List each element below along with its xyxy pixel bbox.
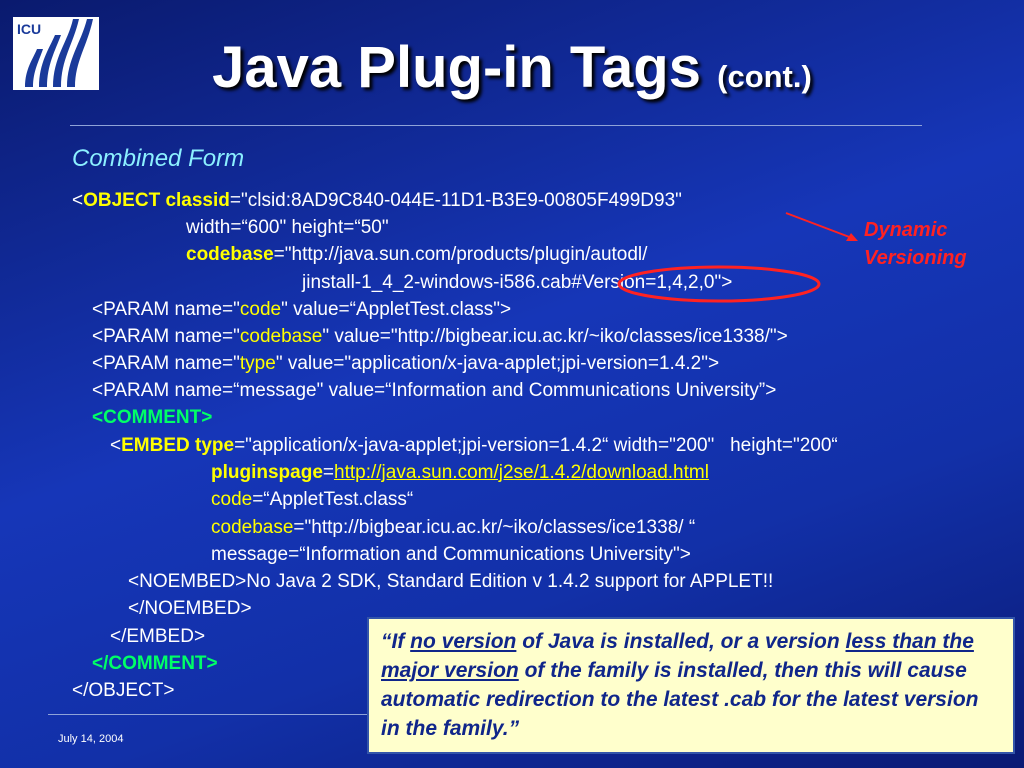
code-line-10: <EMBED type="application/x-java-applet;j… xyxy=(110,434,838,458)
code-keyword: code xyxy=(239,299,282,320)
code-line-12: code=“AppletTest.class“ xyxy=(211,488,413,512)
code-token: <PARAM name=" xyxy=(92,299,240,320)
svg-text:ICU: ICU xyxy=(17,21,41,37)
code-keyword: code xyxy=(211,489,253,510)
code-keyword: codebase xyxy=(239,326,323,347)
code-keyword: type xyxy=(239,353,276,374)
note-emphasis: no version xyxy=(410,630,517,653)
note-text: of the family is installed, then this wi… xyxy=(381,659,979,740)
code-line-13: codebase="http://bigbear.icu.ac.kr/~iko/… xyxy=(211,516,695,540)
code-keyword: OBJECT classid xyxy=(83,190,230,211)
code-token: ="http://java.sun.com/products/plugin/au… xyxy=(273,244,648,265)
code-line-9: <COMMENT> xyxy=(92,407,213,428)
callout-arrowhead xyxy=(846,233,858,241)
footer-divider xyxy=(48,714,368,715)
code-token: <PARAM name=" xyxy=(92,353,240,374)
slide-subtitle: Combined Form xyxy=(72,145,245,172)
code-token: ="application/x-java-applet;jpi-version=… xyxy=(234,435,838,456)
code-line-18: </COMMENT> xyxy=(92,653,218,674)
code-line-5: <PARAM name="code" value=“AppletTest.cla… xyxy=(92,298,511,322)
slide-date: July 14, 2004 xyxy=(58,733,124,745)
note-text: of Java is installed, or a version xyxy=(516,630,846,653)
pluginspage-link[interactable]: http://java.sun.com/j2se/1.4.2/download.… xyxy=(334,462,709,483)
code-line-1: <OBJECT classid="clsid:8AD9C840-044E-11D… xyxy=(72,189,682,213)
code-token: " value="http://bigbear.icu.ac.kr/~iko/c… xyxy=(322,326,788,347)
code-line-14: message=“Information and Communications … xyxy=(211,544,691,565)
code-line-3: codebase="http://java.sun.com/products/p… xyxy=(186,243,647,267)
slide-title: Java Plug-in Tags (cont.) xyxy=(0,34,1024,101)
code-token: " value="application/x-java-applet;jpi-v… xyxy=(275,353,720,374)
code-line-6: <PARAM name="codebase" value="http://big… xyxy=(92,325,788,349)
code-keyword: EMBED type xyxy=(121,435,235,456)
callout-arrow-line xyxy=(785,212,853,239)
slide-title-text: Java Plug-in Tags xyxy=(212,35,701,100)
code-line-8: <PARAM name=“message" value=“Information… xyxy=(92,380,777,401)
version-highlight-ellipse xyxy=(617,265,821,303)
code-keyword: codebase xyxy=(186,244,274,265)
code-keyword: pluginspage xyxy=(211,462,323,483)
note-box: “If no version of Java is installed, or … xyxy=(367,617,1015,754)
code-token: " value=“AppletTest.class"> xyxy=(281,299,512,320)
dynamic-versioning-callout: Dynamic Versioning xyxy=(864,216,967,272)
code-line-15: <NOEMBED>No Java 2 SDK, Standard Edition… xyxy=(128,571,774,592)
note-text: “If xyxy=(381,630,411,653)
callout-line-1: Dynamic xyxy=(864,219,948,241)
code-line-17: </EMBED> xyxy=(110,626,206,647)
code-token: =“AppletTest.class“ xyxy=(252,489,414,510)
code-line-19: </OBJECT> xyxy=(72,680,175,701)
code-line-16: </NOEMBED> xyxy=(128,598,252,619)
code-token: <PARAM name=" xyxy=(92,326,240,347)
callout-line-2: Versioning xyxy=(864,247,967,269)
code-token: = xyxy=(322,462,335,483)
code-token: ="clsid:8AD9C840-044E-11D1-B3E9-00805F49… xyxy=(229,190,682,211)
code-line-7: <PARAM name="type" value="application/x-… xyxy=(92,352,719,376)
code-line-11: pluginspage=http://java.sun.com/j2se/1.4… xyxy=(211,461,709,485)
icu-logo: ICU xyxy=(13,17,99,90)
title-divider xyxy=(70,125,922,126)
code-keyword: codebase xyxy=(211,517,294,538)
code-line-2: width=“600" height=“50" xyxy=(186,217,389,238)
code-token: < xyxy=(110,435,122,456)
code-token: ="http://bigbear.icu.ac.kr/~iko/classes/… xyxy=(293,517,696,538)
slide-title-suffix: (cont.) xyxy=(717,59,812,94)
note-emphasis: less than the major version xyxy=(381,630,974,682)
icu-logo-graphic: ICU xyxy=(13,17,99,90)
code-token: < xyxy=(72,190,84,211)
